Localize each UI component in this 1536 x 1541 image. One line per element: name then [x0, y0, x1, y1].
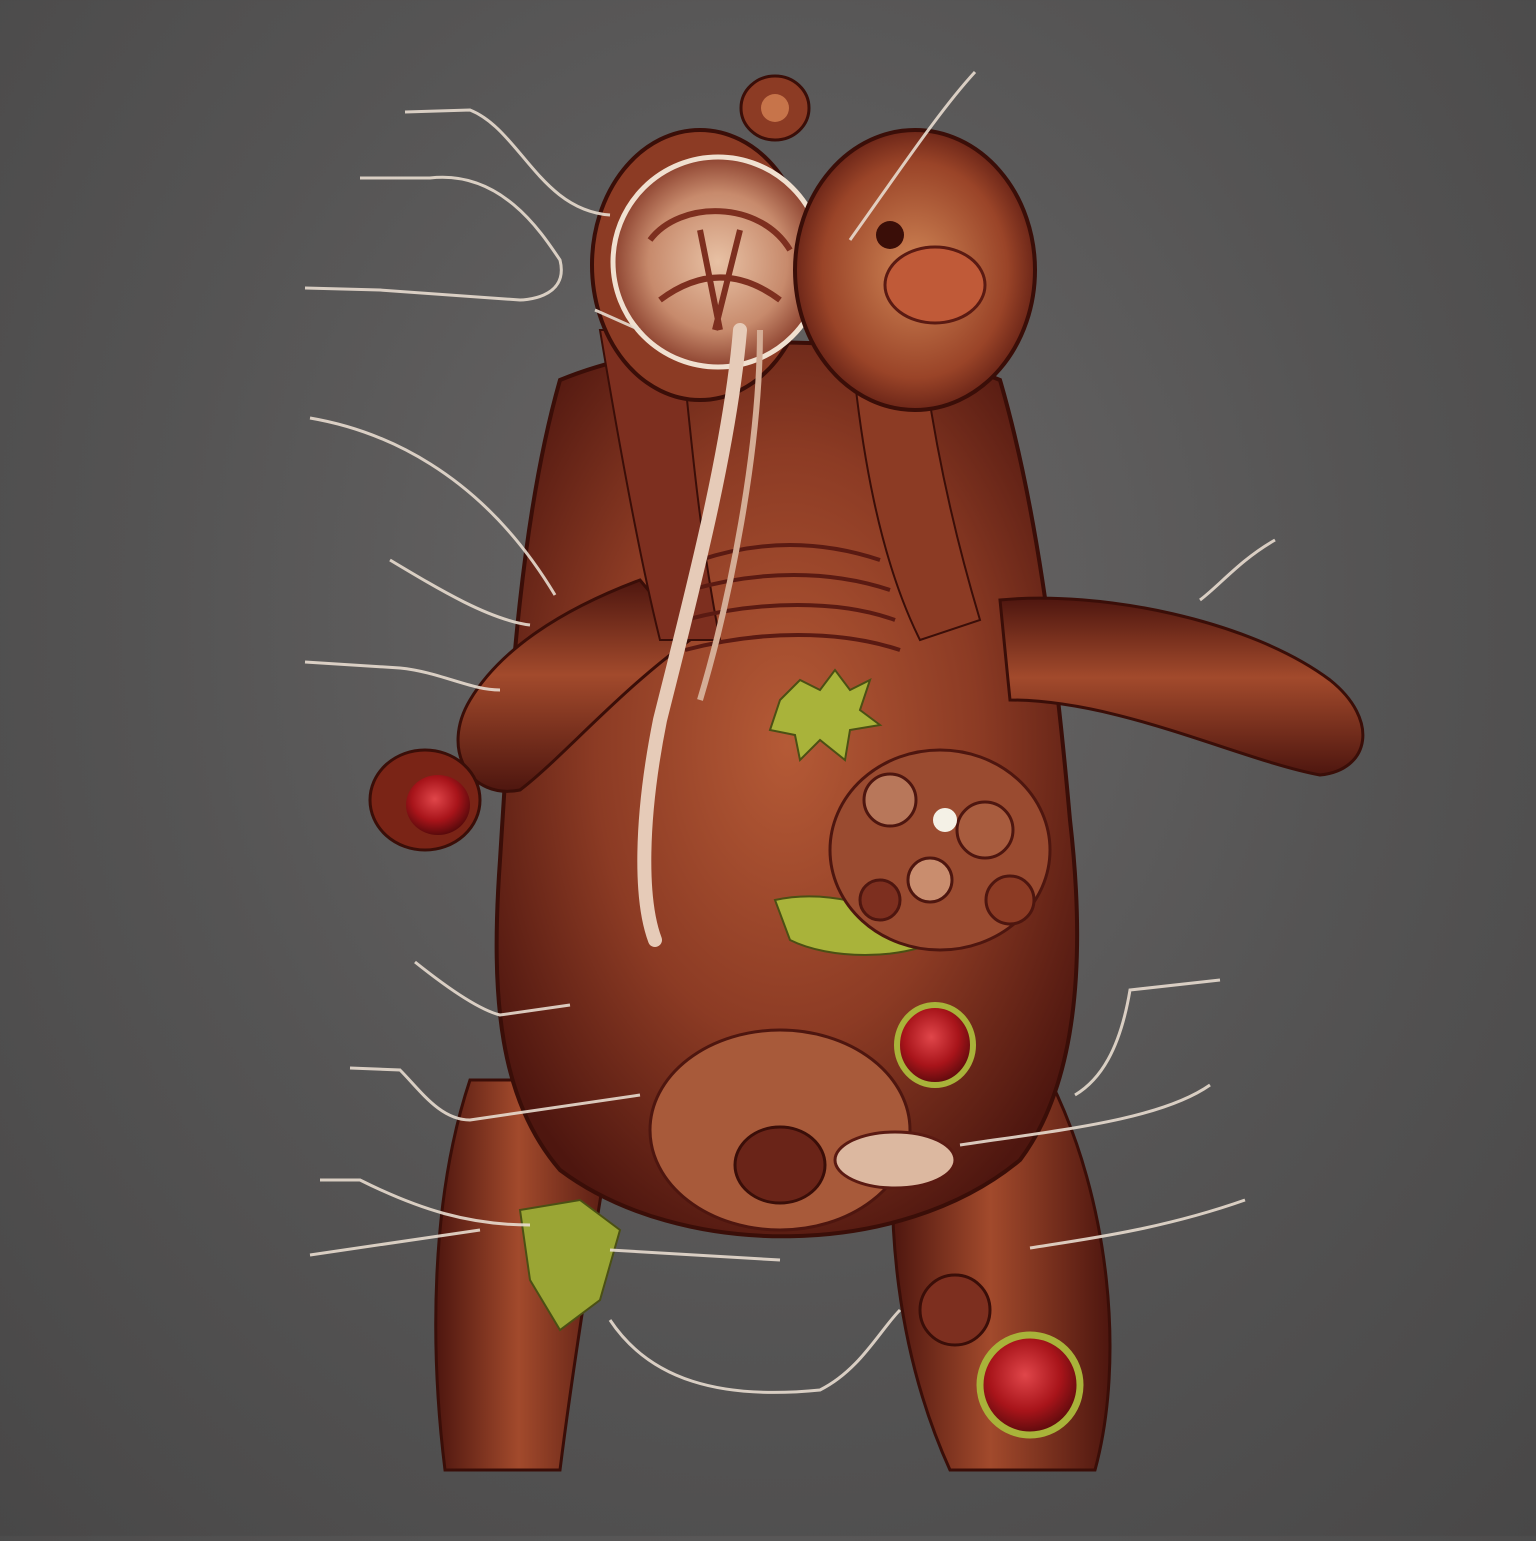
knee-joint: [918, 1273, 992, 1347]
kidney-left: [733, 1125, 827, 1205]
left-hand-organ: [406, 775, 470, 835]
red-organ-center: [894, 1002, 976, 1088]
spinal-nerve: [637, 323, 747, 947]
nerve-cluster-lower: [518, 1198, 622, 1332]
left-shoulder-column: [598, 329, 722, 641]
leader-lines: [304, 70, 1276, 1394]
nerve-cluster-upper: [768, 668, 883, 763]
right-arm: [998, 596, 1365, 777]
right-head-mouth: [883, 245, 987, 325]
kidney-right: [833, 1130, 957, 1190]
skull-detail: [647, 208, 793, 331]
left-head-dissection: [610, 154, 826, 370]
right-head-eye: [876, 221, 904, 249]
red-organ-knee: [976, 1331, 1084, 1439]
intestines: [828, 748, 1052, 952]
